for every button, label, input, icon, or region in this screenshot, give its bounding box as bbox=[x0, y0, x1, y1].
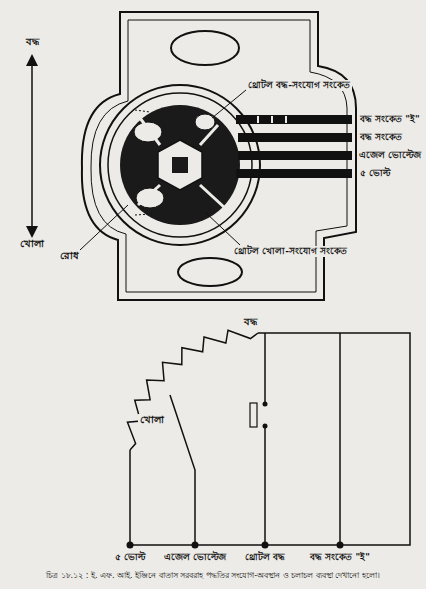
position-label: বদ্ধ bbox=[242, 316, 259, 329]
part-label: রোধ bbox=[58, 250, 81, 263]
sensor-case bbox=[100, 85, 260, 245]
mounting-hole bbox=[171, 31, 239, 65]
rotor-shaft bbox=[158, 140, 202, 190]
connector-pin bbox=[236, 115, 352, 124]
terminal bbox=[262, 542, 269, 549]
sensor-case bbox=[108, 93, 252, 237]
terminal-label: এজেল ভোল্টেজ bbox=[162, 552, 228, 563]
terminal bbox=[127, 542, 134, 549]
terminal-label: বদ্ধ সংকেত "ই" bbox=[308, 552, 372, 563]
wire bbox=[130, 333, 410, 545]
mounting-hole bbox=[178, 258, 242, 286]
wire bbox=[339, 333, 341, 545]
resistor-symbol bbox=[127, 330, 258, 450]
contact-pad bbox=[195, 114, 215, 130]
terminal bbox=[192, 542, 199, 549]
signal-label: ৫ ভোল্ট bbox=[358, 168, 392, 179]
contact-pad bbox=[134, 122, 162, 142]
signal-label: এজেল ভোল্টেজ bbox=[357, 150, 423, 161]
connector-pin bbox=[238, 151, 352, 160]
leader-line bbox=[212, 90, 246, 118]
connector-pin bbox=[238, 133, 352, 142]
sensor-housing bbox=[82, 12, 356, 300]
direction-label: বদ্ধ bbox=[24, 36, 41, 49]
signal-label: বদ্ধ সংকেত "ই" bbox=[358, 114, 422, 125]
wiper bbox=[170, 395, 195, 545]
resistor-track bbox=[120, 105, 240, 225]
wiper-arm bbox=[138, 118, 225, 208]
figure-caption: চিত্র ১৮.১২ : ই. এফ. আই. ইঞ্জিনে বাতাস স… bbox=[8, 571, 418, 581]
signal-label: বদ্ধ সংকেত bbox=[358, 132, 404, 143]
direction-label: খোলা bbox=[18, 238, 46, 251]
part-label: থ্রোটল বদ্ধ-সংযোগ সংকেত bbox=[246, 80, 352, 91]
leader-line bbox=[205, 212, 240, 245]
rotor-shaft bbox=[172, 157, 188, 173]
wire bbox=[264, 333, 266, 545]
part-label: থ্রোটল খোলা-সংযোগ সংকেত bbox=[232, 246, 349, 257]
switch-symbol bbox=[250, 403, 257, 427]
terminal bbox=[337, 542, 344, 549]
leader-line bbox=[80, 205, 128, 250]
connector-pin bbox=[236, 169, 352, 178]
position-label: খোলা bbox=[138, 414, 166, 427]
terminal-label: ৫ ভোল্ট bbox=[113, 552, 147, 563]
direction-arrow bbox=[31, 60, 33, 232]
terminal-label: থ্রোটল বদ্ধ bbox=[243, 552, 287, 563]
